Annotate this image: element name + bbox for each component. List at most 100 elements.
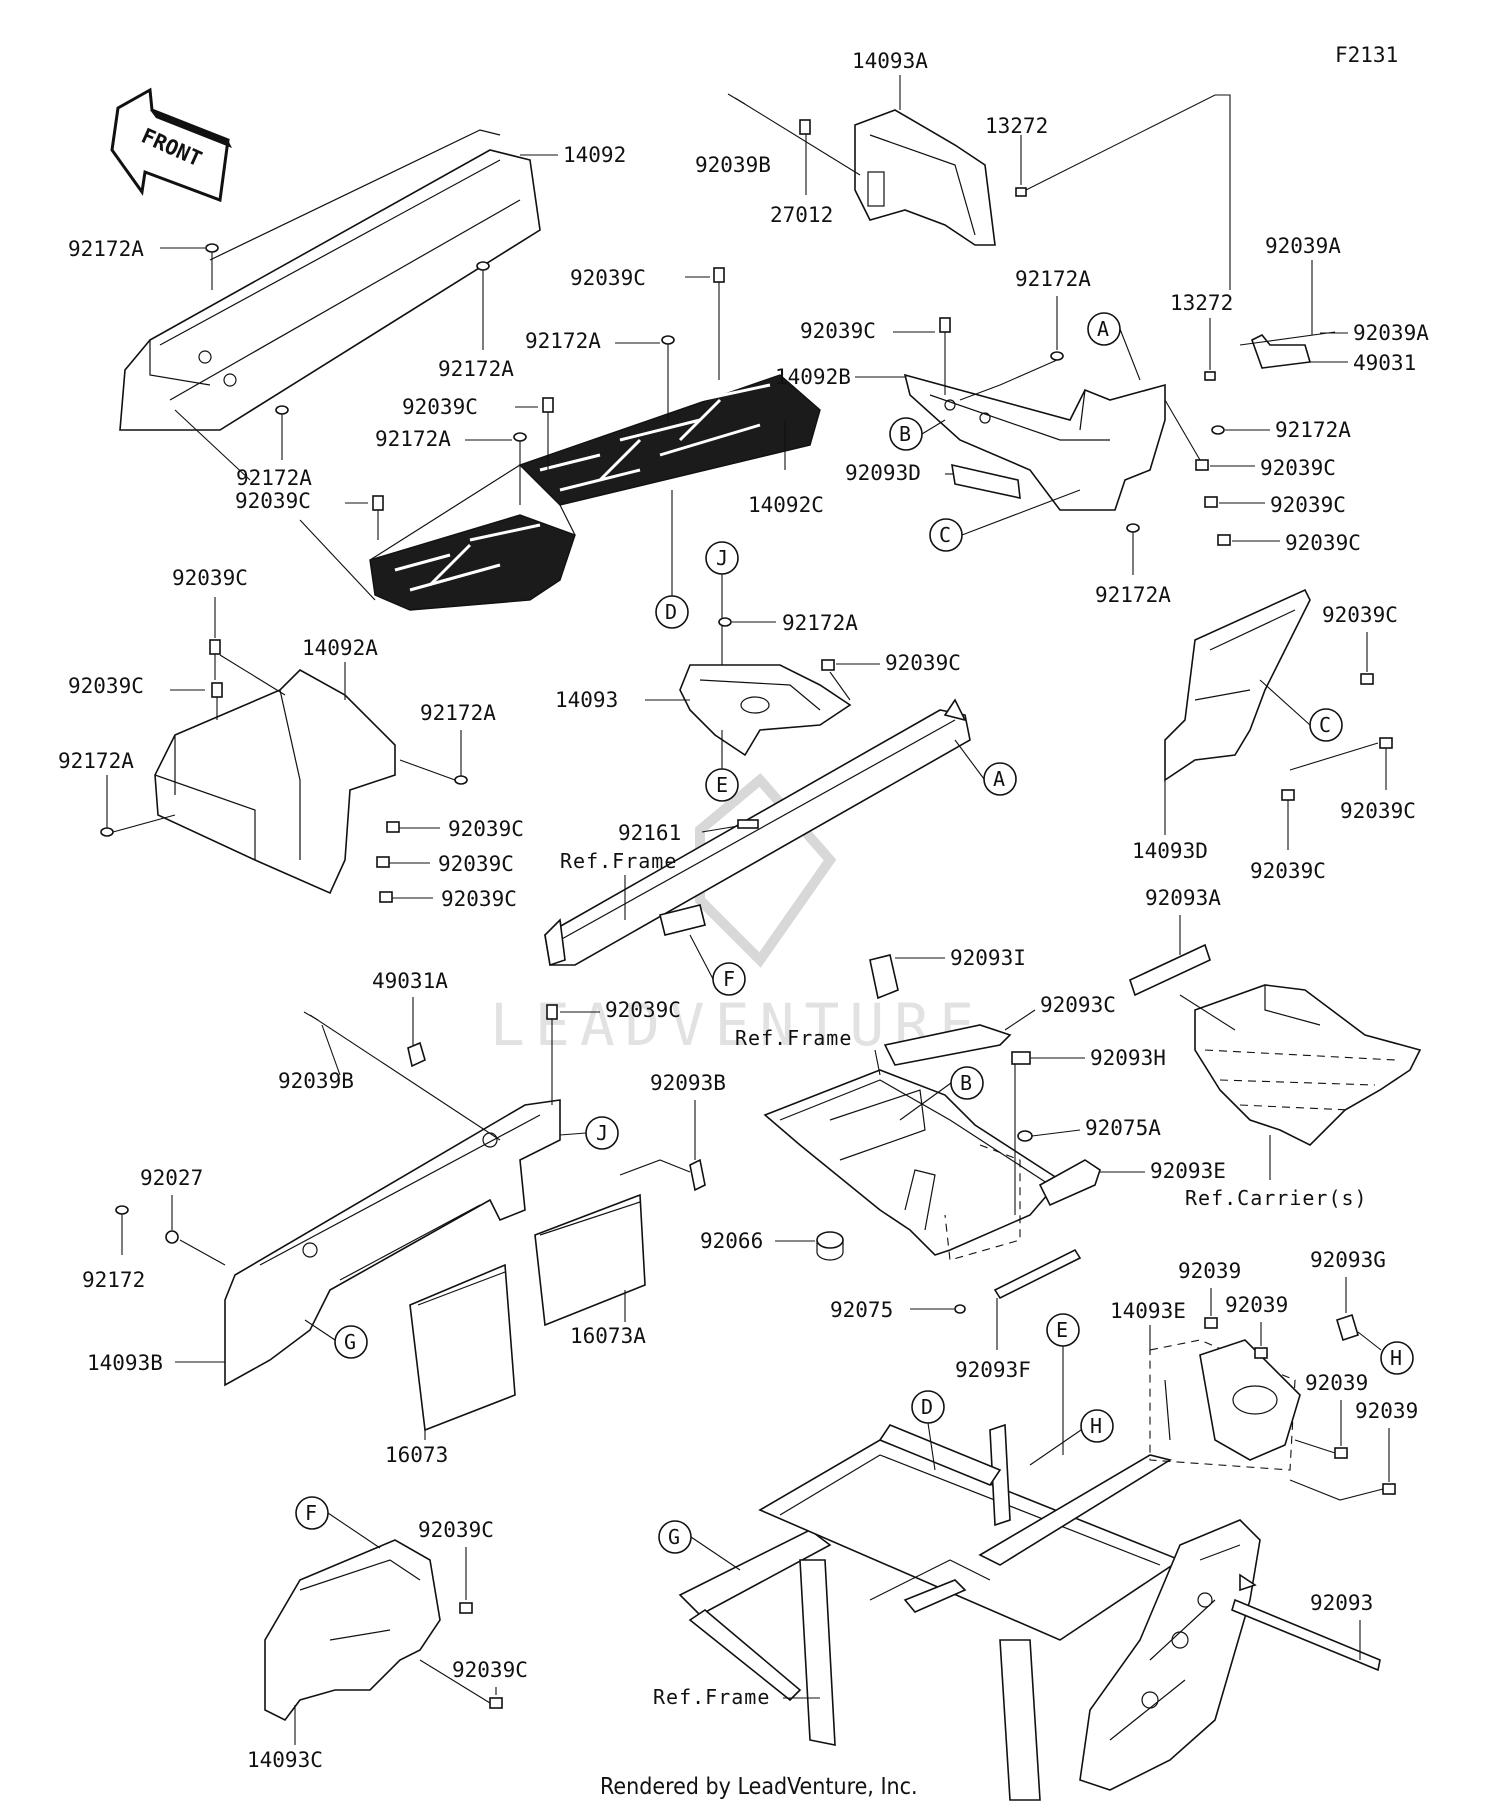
part-16073-panel [409,1263,516,1432]
label-92039C-l: 92039C [441,887,517,911]
label-14093A: 14093A [852,49,928,73]
washer-92027-icon [165,1230,179,1244]
label-92039A-a: 92039A [1265,234,1341,258]
label-92075A: 92075A [1085,1116,1161,1140]
label-16073: 16073 [385,1443,448,1467]
bolt-icon [661,335,675,420]
clip-icon [713,267,725,380]
label-14092A: 14092A [302,636,378,660]
pad-13272-icon [1015,187,1027,197]
part-92093E-seal [1038,1159,1101,1207]
callout-H-letter: H [1090,1414,1102,1438]
clip-icon [1379,737,1393,749]
label-92039C-a: 92039C [570,266,646,290]
label-92039C-d: 92039C [800,319,876,343]
clip-icon [939,317,951,395]
label-92172A-h: 92172A [1095,583,1171,607]
part-16073A-panel [534,1193,646,1327]
label-14093C: 14093C [247,1748,323,1772]
label-92039B-a: 92039B [695,153,771,177]
clip-icon [376,856,430,868]
label-14092B: 14092B [775,365,851,389]
part-92093G-block [1336,1313,1359,1342]
label-49031A: 49031A [372,969,448,993]
label-92172A-i: 92172A [58,749,134,773]
label-92075: 92075 [830,1298,893,1322]
part-14093-tray [679,664,852,757]
clip-icon [1281,789,1295,801]
label-92172A-k: 92172A [782,611,858,635]
part-92066-pad [816,1231,844,1261]
label-49031: 49031 [1353,351,1416,375]
label-92172A-a: 92172A [68,237,144,261]
block-92093B-icon [689,1158,706,1192]
part-92093A-strip [1129,943,1211,997]
part-14093A-duct [854,109,996,246]
bolt-icon [954,1304,966,1314]
callout-D-letter: D [665,600,677,624]
callout-D-2-letter: D [921,1395,933,1419]
part-14093D-duct [1164,588,1311,782]
label-92172A-d: 92172A [525,329,601,353]
label-92039C-b: 92039C [402,395,478,419]
bolt-icon [100,775,114,837]
label-92093E: 92093E [1150,1159,1226,1183]
bolt-icon [160,243,219,290]
label-92039C-r: 92039C [418,1518,494,1542]
part-92093I-block [869,954,899,1000]
clip-icon [1217,534,1231,546]
nut-icon [1204,1317,1218,1329]
label-14093B: 14093B [87,1351,163,1375]
label-92039C-q: 92039C [605,998,681,1022]
diagram-code: F2131 [1335,43,1398,67]
clip-icon [1195,459,1209,471]
clip-icon [821,659,835,671]
ref-carrier: Ref.Carrier(s) [1185,1186,1368,1210]
label-92093A: 92093A [1145,886,1221,910]
label-92066: 92066 [700,1229,763,1253]
label-92093D: 92093D [845,461,921,485]
label-92039-c: 92039 [1305,1371,1368,1395]
label-92039-a: 92039 [1178,1259,1241,1283]
callout-F-letter: F [723,967,735,991]
callout-E-letter: E [716,773,728,797]
clip-icon [1360,673,1374,685]
callout-J-2-letter: J [596,1121,608,1145]
clip-icon [546,1004,558,1105]
clip-icon [209,639,221,680]
label-92039-b: 92039 [1225,1293,1288,1317]
label-92161: 92161 [618,821,681,845]
bolt-icon [718,617,732,627]
frame-rail [544,698,971,967]
label-14093E: 14093E [1110,1299,1186,1323]
label-92172A-c: 92172A [236,466,312,490]
callout-B-2-letter: B [960,1071,972,1095]
label-27012: 27012 [770,203,833,227]
part-92093C-strip [883,1024,1012,1066]
part-14092A-cover [154,669,396,895]
clip-icon [386,821,440,833]
nut-icon [1254,1347,1268,1359]
callout-H-2 [1380,1341,1414,1375]
nut-icon [1334,1447,1348,1459]
callout-H [1080,1409,1114,1443]
grommet-92075A-icon [1017,1130,1033,1142]
label-92093H: 92093H [1090,1046,1166,1070]
ref-frame-a: Ref.Frame [560,849,677,873]
watermark: LEADVENTURE [490,773,974,1059]
label-92039C-g: 92039C [1285,531,1361,555]
callout-H-2-letter: H [1390,1346,1402,1370]
label-14093D: 14093D [1132,839,1208,863]
part-14092C-mat [369,374,821,611]
label-92172A-j: 92172A [420,701,496,725]
label-92172: 92172 [82,1268,145,1292]
label-13272-a: 13272 [985,114,1048,138]
label-92093C: 92093C [1040,993,1116,1017]
label-92039C-j: 92039C [448,817,524,841]
label-92039C-n: 92039C [1322,603,1398,627]
ref-frame-b: Ref.Frame [735,1026,852,1050]
ref-frame-c: Ref.Frame [653,1685,770,1709]
label-92039C-m: 92039C [885,651,961,675]
clip-icon [542,397,554,470]
label-14092C: 14092C [748,493,824,517]
